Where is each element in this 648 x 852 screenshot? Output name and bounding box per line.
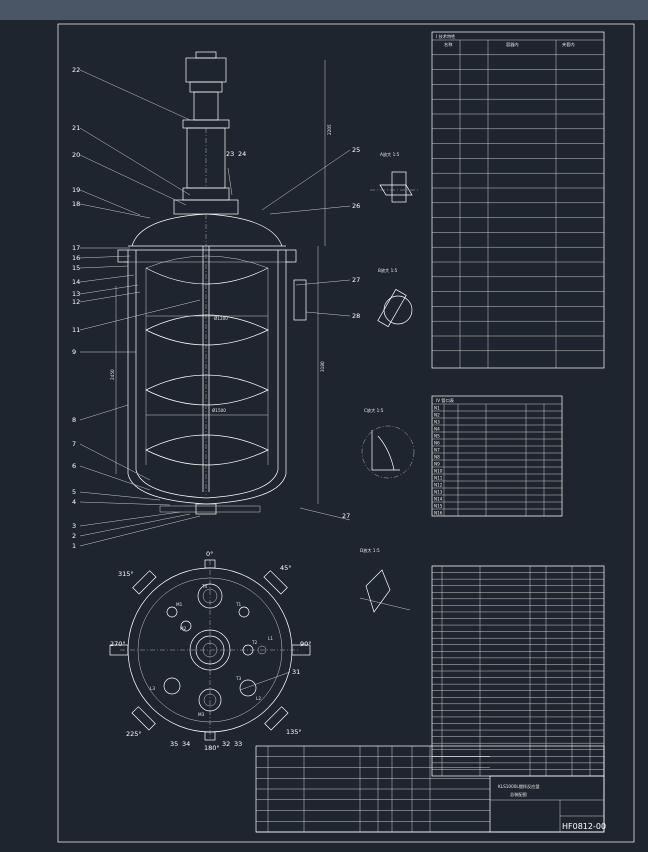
callout-24: 24	[238, 150, 246, 158]
callout-35: 35	[170, 740, 178, 748]
angle-225: 225°	[126, 730, 142, 738]
callout-23: 23	[226, 150, 234, 158]
nozzle-T1: T1	[235, 602, 242, 607]
angle-270: 270°	[110, 640, 126, 648]
nozzle-table-header: IV 管口表	[436, 397, 455, 404]
callout-26: 26	[352, 202, 360, 210]
callout-15: 15	[72, 264, 80, 272]
callout-8: 8	[72, 416, 76, 424]
right-callouts: 23 24 25 26 27 28 27	[226, 146, 360, 521]
spec-table: I 技术特性 名称 容器内 夹套内	[431, 31, 605, 369]
angle-315: 315°	[118, 570, 134, 578]
nozzle-T3: T3	[235, 676, 242, 681]
callout-18: 18	[72, 200, 80, 208]
nozzle-L3: L3	[150, 686, 155, 691]
nozzle-row-id: N15	[434, 504, 443, 509]
drawing-border	[57, 23, 635, 843]
callout-19: 19	[72, 186, 80, 194]
callout-27: 27	[352, 276, 360, 284]
callout-20: 20	[72, 151, 80, 159]
nozzle-T4: T4	[201, 584, 208, 589]
nozzle-row-id: N8	[434, 455, 440, 460]
callout-17: 17	[72, 244, 80, 252]
angle-135: 135°	[286, 728, 302, 736]
spec-col-jacket: 夹套内	[562, 41, 575, 48]
callout-34: 34	[182, 740, 190, 748]
callout-3: 3	[72, 522, 76, 530]
dia-shaft: Ø1500	[212, 408, 226, 413]
nozzle-row-id: N13	[434, 490, 443, 495]
nozzle-M1: M1	[176, 602, 183, 607]
callout-4: 4	[72, 498, 76, 506]
detail-title-d: D放大 1:5	[360, 547, 380, 554]
nozzle-row-id: N4	[434, 427, 440, 432]
drawing-number: HF0812-00	[562, 822, 606, 831]
detail-title-c: C放大 1:5	[364, 407, 384, 414]
parts-list	[431, 565, 605, 777]
nozzle-row-id: N1	[434, 406, 440, 411]
angle-90: 90°	[300, 640, 312, 648]
dim-mid: 3180	[320, 361, 325, 372]
spec-col-inner: 容器内	[506, 41, 519, 48]
nozzle-L1: L1	[268, 636, 273, 641]
nozzle-table: IV 管口表 N1N2N3N4N5N6N7N8N9N10N11N12N13N14…	[431, 395, 563, 517]
plan-view	[109, 559, 311, 741]
nozzle-row-id: N3	[434, 420, 440, 425]
callout-31: 31	[292, 668, 300, 676]
vessel-elevation	[115, 51, 326, 515]
title-line-2: 总装配图	[510, 791, 527, 798]
nozzle-L2: L2	[256, 696, 261, 701]
angle-45: 45°	[280, 564, 292, 572]
callout-13: 13	[72, 290, 80, 298]
top-bar	[0, 0, 648, 20]
title-block: KLS1000L搅拌反应釜 总装配图 HF0812-00	[255, 745, 606, 833]
callout-2: 2	[72, 532, 76, 540]
callout-bottom-27: 27	[342, 512, 350, 520]
nozzle-row-id: N12	[434, 483, 443, 488]
callout-12: 12	[72, 298, 80, 306]
callout-32: 32	[222, 740, 230, 748]
nozzle-M3: M3	[198, 712, 205, 717]
angle-180: 180°	[204, 744, 220, 752]
dim-top: 2205	[327, 124, 332, 135]
spec-col-name: 名称	[444, 41, 452, 48]
dim-inner: 2450	[110, 369, 115, 380]
nozzle-row-id: N14	[434, 497, 443, 502]
detail-title-a: A放大 1:5	[380, 151, 400, 158]
nozzle-row-id: N16	[434, 511, 443, 516]
callout-28: 28	[352, 312, 360, 320]
callout-6: 6	[72, 462, 76, 470]
callout-14: 14	[72, 278, 80, 286]
spec-table-header: I 技术特性	[436, 33, 455, 40]
detail-title-b: B放大 1:5	[378, 267, 398, 274]
nozzle-M2: M2	[180, 626, 187, 631]
nozzle-row-id: N11	[434, 476, 443, 481]
nozzle-row-id: N10	[434, 469, 443, 474]
callout-22: 22	[72, 66, 80, 74]
nozzle-row-id: N9	[434, 462, 440, 467]
callout-1: 1	[72, 542, 76, 550]
detail-views: A放大 1:5 B放大 1:5 C放大 1:5 D放大 1:5	[359, 151, 420, 613]
angle-0: 0°	[206, 550, 213, 558]
left-callouts	[79, 69, 201, 547]
callout-16: 16	[72, 254, 80, 262]
dimension-labels: 2205 3180 2450 Ø1200 Ø1500	[110, 124, 332, 413]
nozzle-T2: T2	[251, 640, 258, 645]
callout-9: 9	[72, 348, 76, 356]
callout-5: 5	[72, 488, 76, 496]
nozzle-row-id: N2	[434, 413, 440, 418]
left-callout-labels: 22 21 20 19 18 17 16 15 14 13 12 11 10 9…	[72, 66, 80, 550]
callout-21: 21	[72, 124, 80, 132]
callout-11: 11	[72, 326, 80, 334]
nozzle-row-id: N7	[434, 448, 440, 453]
dia-inner: Ø1200	[214, 316, 228, 321]
title-line-1: KLS1000L搅拌反应釜	[498, 783, 540, 790]
callout-7: 7	[72, 440, 76, 448]
callout-25: 25	[352, 146, 360, 154]
nozzle-row-id: N6	[434, 441, 440, 446]
callout-33: 33	[234, 740, 242, 748]
plan-angle-labels: 0° 315° 270° 45° 90° 135° 180° 225° T4 T…	[110, 550, 312, 752]
nozzle-row-id: N5	[434, 434, 440, 439]
